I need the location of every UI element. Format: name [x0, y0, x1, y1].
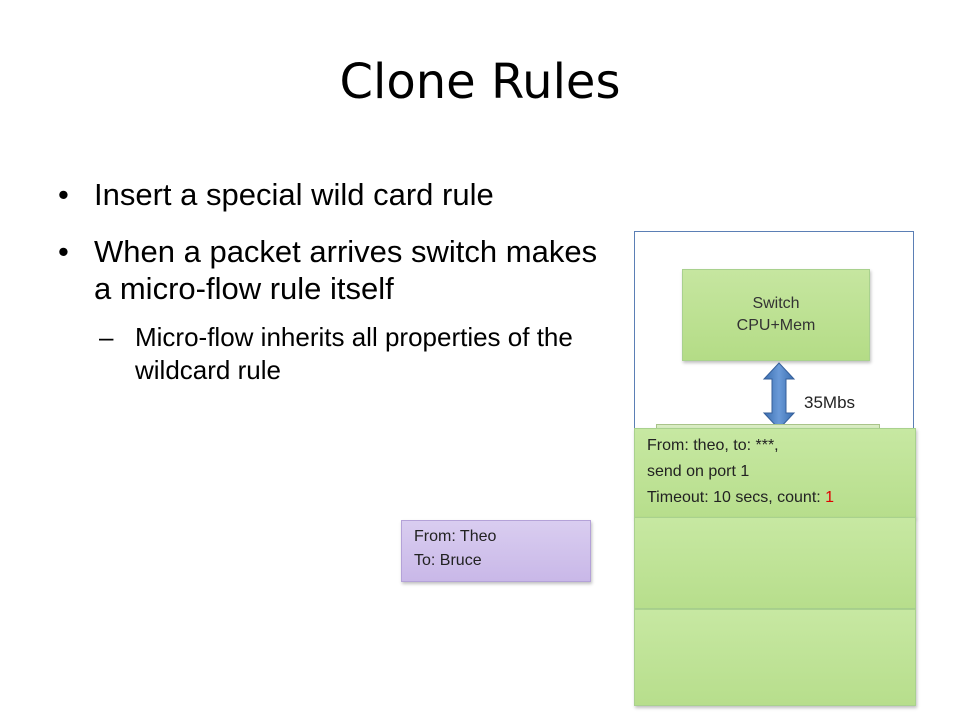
packet-to: To: Bruce [414, 552, 482, 569]
packet-box: From: Theo To: Bruce [401, 520, 591, 582]
bullet-item: • When a packet arrives switch makes a m… [58, 233, 618, 307]
bullet-list: • Insert a special wild card rule • When… [58, 176, 618, 387]
switch-cpu-box: Switch CPU+Mem [682, 269, 870, 361]
sub-bullet-item: – Micro-flow inherits all properties of … [58, 321, 618, 387]
slide-title: Clone Rules [339, 54, 621, 110]
switch-cpu-line2: CPU+Mem [736, 317, 816, 334]
wildcard-rule-box: From: theo, to: ***, send on port 1 Time… [634, 428, 916, 518]
sub-bullet-text: Micro-flow inherits all properties of th… [135, 322, 573, 385]
bullet-text: Insert a special wild card rule [94, 177, 494, 212]
rule-line3: Timeout: 10 secs, count: 1 [647, 485, 915, 511]
sub-bullet-dash-icon: – [99, 322, 114, 352]
bandwidth-label: 35Mbs [804, 393, 856, 412]
empty-rule-slot [634, 609, 916, 706]
rule-line2: send on port 1 [647, 463, 750, 480]
bullet-dot-icon: • [58, 234, 69, 269]
bullet-dot-icon: • [58, 177, 69, 212]
double-arrow-icon [762, 362, 796, 430]
rule-timeout-text: Timeout: 10 secs, count: [647, 489, 826, 506]
rule-line1: From: theo, to: ***, [647, 437, 779, 454]
bullet-text: When a packet arrives switch makes a mic… [94, 234, 598, 306]
empty-rule-slot [634, 517, 916, 609]
bullet-item: • Insert a special wild card rule [58, 176, 618, 213]
switch-cpu-line1: Switch [752, 295, 800, 312]
packet-from: From: Theo [414, 528, 497, 545]
rule-count-value: 1 [825, 489, 835, 506]
